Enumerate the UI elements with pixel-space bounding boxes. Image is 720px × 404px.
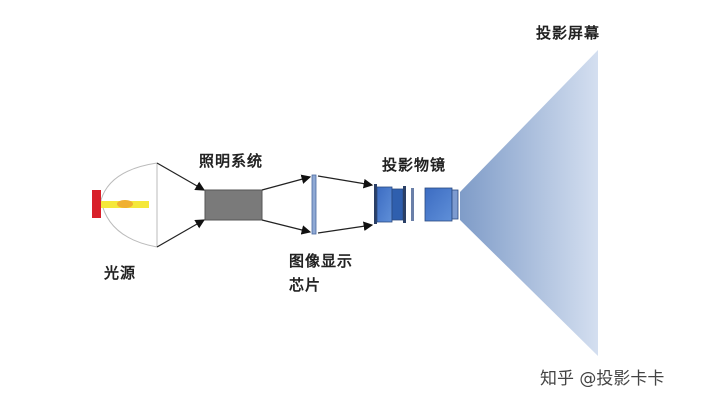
image-display-chip bbox=[311, 174, 317, 235]
reflector-curve bbox=[100, 162, 158, 248]
projection-light-cone bbox=[460, 50, 598, 356]
chip-label-line1: 图像显示 bbox=[289, 252, 354, 270]
watermark: 知乎 @投影卡卡 bbox=[540, 369, 665, 389]
arrow bbox=[317, 175, 374, 189]
arrow bbox=[261, 174, 312, 191]
projection-screen-label: 投影屏幕 bbox=[536, 24, 601, 42]
projection-lens bbox=[374, 184, 459, 224]
light-core bbox=[117, 200, 133, 208]
illumination-system-label: 照明系统 bbox=[199, 152, 264, 170]
arrow bbox=[261, 219, 312, 235]
illumination-system-block bbox=[204, 189, 263, 221]
light-source-lamp bbox=[92, 190, 101, 218]
arrow bbox=[317, 221, 374, 234]
light-source-label: 光源 bbox=[104, 264, 137, 282]
arrow bbox=[156, 162, 206, 191]
projection-lens-label: 投影物镜 bbox=[382, 156, 447, 174]
arrow bbox=[156, 219, 206, 248]
chip-label-line2: 芯片 bbox=[289, 276, 322, 294]
